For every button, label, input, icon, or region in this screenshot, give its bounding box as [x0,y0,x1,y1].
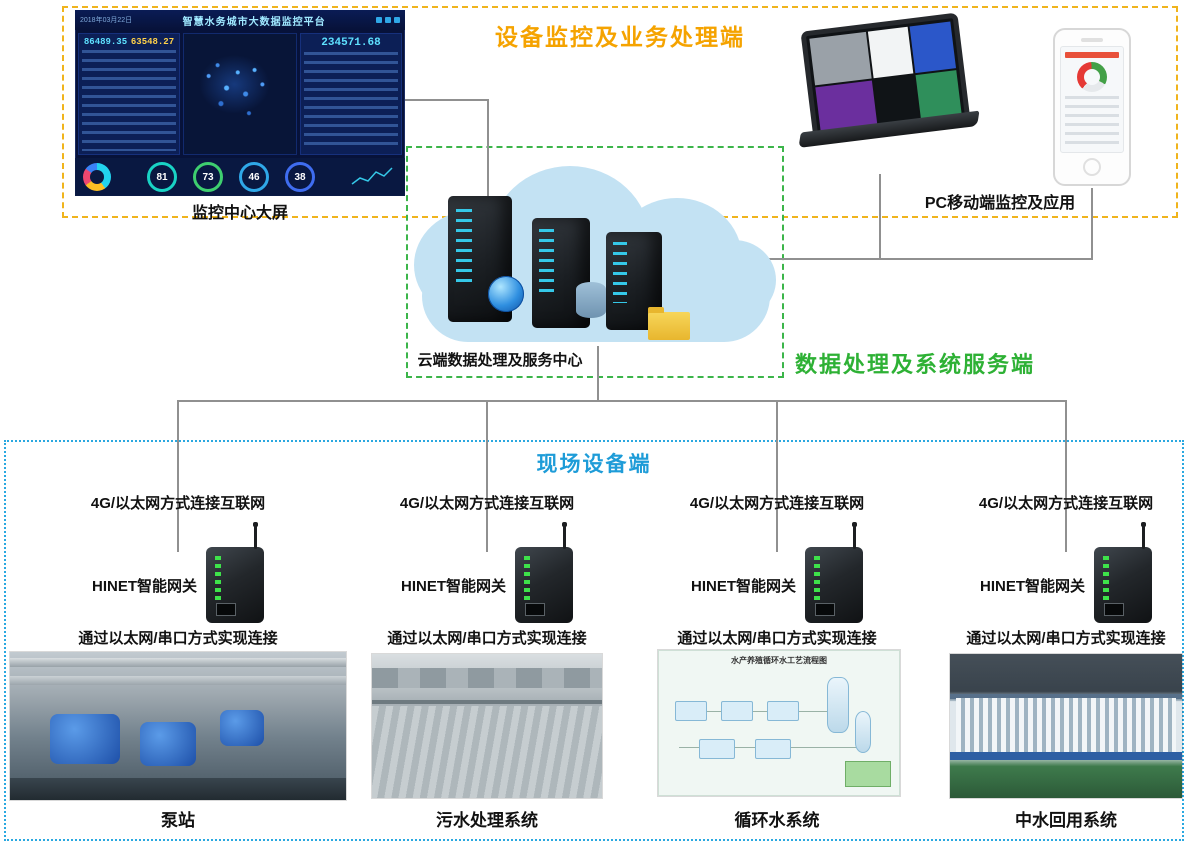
site-name-3: 循环水系统 [734,811,820,830]
trend-line-chart [351,167,393,185]
dashboard-bottom-strip: 81 73 46 38 [75,158,405,196]
antenna-icon [253,522,258,549]
connector-laptop-v [879,174,881,260]
ethernet-port [525,603,545,616]
folder-icon [648,307,690,340]
gauge-3: 46 [239,162,269,192]
net-label-3: 4G/以太网方式连接互联网 [689,495,865,512]
gauge-2: 73 [193,162,223,192]
stat-value-1: 86489.35 [83,37,128,47]
antenna-icon [852,522,857,549]
phone-speaker [1081,38,1103,42]
net-label-4: 4G/以太网方式连接互联网 [978,495,1154,512]
net-label-1: 4G/以太网方式连接互联网 [90,495,266,512]
site-name-1: 泵站 [161,811,195,830]
site-photo-membrane-plant [950,654,1182,798]
dashboard-body: 86489.35 63548.27 234571.68 [75,30,405,158]
gauge-1: 81 [147,162,177,192]
phone-home-button [1083,158,1101,176]
phone-gauge-chart [1077,62,1107,92]
cloud-caption: 云端数据处理及服务中心 [417,352,583,369]
gateway-label-1: HINET智能网关 [91,577,197,595]
gateway-group-4: HINET智能网关 [916,522,1188,627]
antenna-icon [1141,522,1146,549]
gateway-group-1: HINET智能网关 [28,522,328,627]
zone-field-frame [4,440,1184,841]
led-indicators [1103,556,1109,600]
dashboard-header-icons [376,17,400,23]
conn-label-1: 通过以太网/串口方式实现连接 [78,630,278,647]
phone-screen [1060,46,1124,153]
zone-cloud-frame [406,146,784,378]
phone-app-header [1065,52,1119,58]
gateway-label-2: HINET智能网关 [400,577,506,595]
connector-gateway1-v [177,400,179,552]
dashboard-caption: 监控中心大屏 [191,205,288,222]
gauge-row: 81 73 46 38 [121,162,341,192]
connector-cloud-clients-h [763,258,1093,260]
connector-gateway3-v [776,400,778,552]
dashboard-header: 2018年03月22日 智慧水务城市大数据监控平台 [75,10,405,30]
stat-value-2: 63548.27 [130,37,175,47]
conn-label-3: 通过以太网/串口方式实现连接 [677,630,877,647]
conn-label-4: 通过以太网/串口方式实现连接 [966,630,1166,647]
gateway-device-3 [805,522,863,623]
site-photo-flow-diagram: 水产养殖循环水工艺流程图 [658,650,900,796]
dashboard-left-stats: 86489.35 63548.27 [82,37,176,47]
gateway-label-3: HINET智能网关 [690,577,796,595]
zone-service-title: 数据处理及系统服务端 [795,352,1036,377]
site-photo-sewage-plant [372,654,602,798]
connector-dashboard-cloud-h [405,99,489,101]
dashboard-title: 智慧水务城市大数据监控平台 [182,16,326,28]
monitor-dashboard: 2018年03月22日 智慧水务城市大数据监控平台 86489.35 63548… [75,10,405,196]
connector-field-bus-h [177,400,1067,402]
conn-label-2: 通过以太网/串口方式实现连接 [387,630,587,647]
donut-chart [83,163,111,191]
site-name-2: 污水处理系统 [436,811,538,830]
ethernet-port [815,603,835,616]
gateway-label-4: HINET智能网关 [979,577,1085,595]
smartphone [1053,28,1131,186]
connector-dashboard-cloud-v [487,99,489,199]
gateway-device-2 [515,522,573,623]
zone-monitor-title: 设备监控及业务处理端 [495,24,745,50]
connector-gateway4-v [1065,400,1067,552]
connector-phone-v [1091,188,1093,260]
server-tower-1 [448,196,512,322]
ethernet-port [216,603,236,616]
dashboard-right-rows [304,52,398,151]
dashboard-left-panel: 86489.35 63548.27 [78,33,180,155]
pc-mobile-caption: PC移动端监控及应用 [924,195,1076,212]
connector-gateway2-v [486,400,488,552]
zone-field-title: 现场设备端 [536,453,652,476]
gauge-4: 38 [285,162,315,192]
gateway-group-3: HINET智能网关 [627,522,927,627]
dashboard-left-rows [82,50,176,151]
dashboard-date: 2018年03月22日 [80,17,133,24]
ethernet-port [1104,603,1124,616]
dashboard-right-panel: 234571.68 [300,33,402,155]
site-name-4: 中水回用系统 [1015,811,1117,830]
site-photo-pump-station [10,652,346,800]
phone-app-rows [1065,96,1119,147]
flow-diagram-title: 水产养殖循环水工艺流程图 [731,656,827,665]
gateway-device-4 [1094,522,1152,623]
led-indicators [814,556,820,600]
antenna-icon [562,522,567,549]
database-icon [576,282,606,318]
led-indicators [524,556,530,600]
connector-cloud-bus-v [597,346,599,402]
led-indicators [215,556,221,600]
globe-icon [488,276,524,312]
gateway-device-1 [206,522,264,623]
server-tower-3 [606,232,662,330]
net-label-2: 4G/以太网方式连接互联网 [399,495,575,512]
world-map [183,33,297,155]
gateway-group-2: HINET智能网关 [337,522,637,627]
laptop [787,12,984,183]
stat-value-3: 234571.68 [321,37,381,49]
